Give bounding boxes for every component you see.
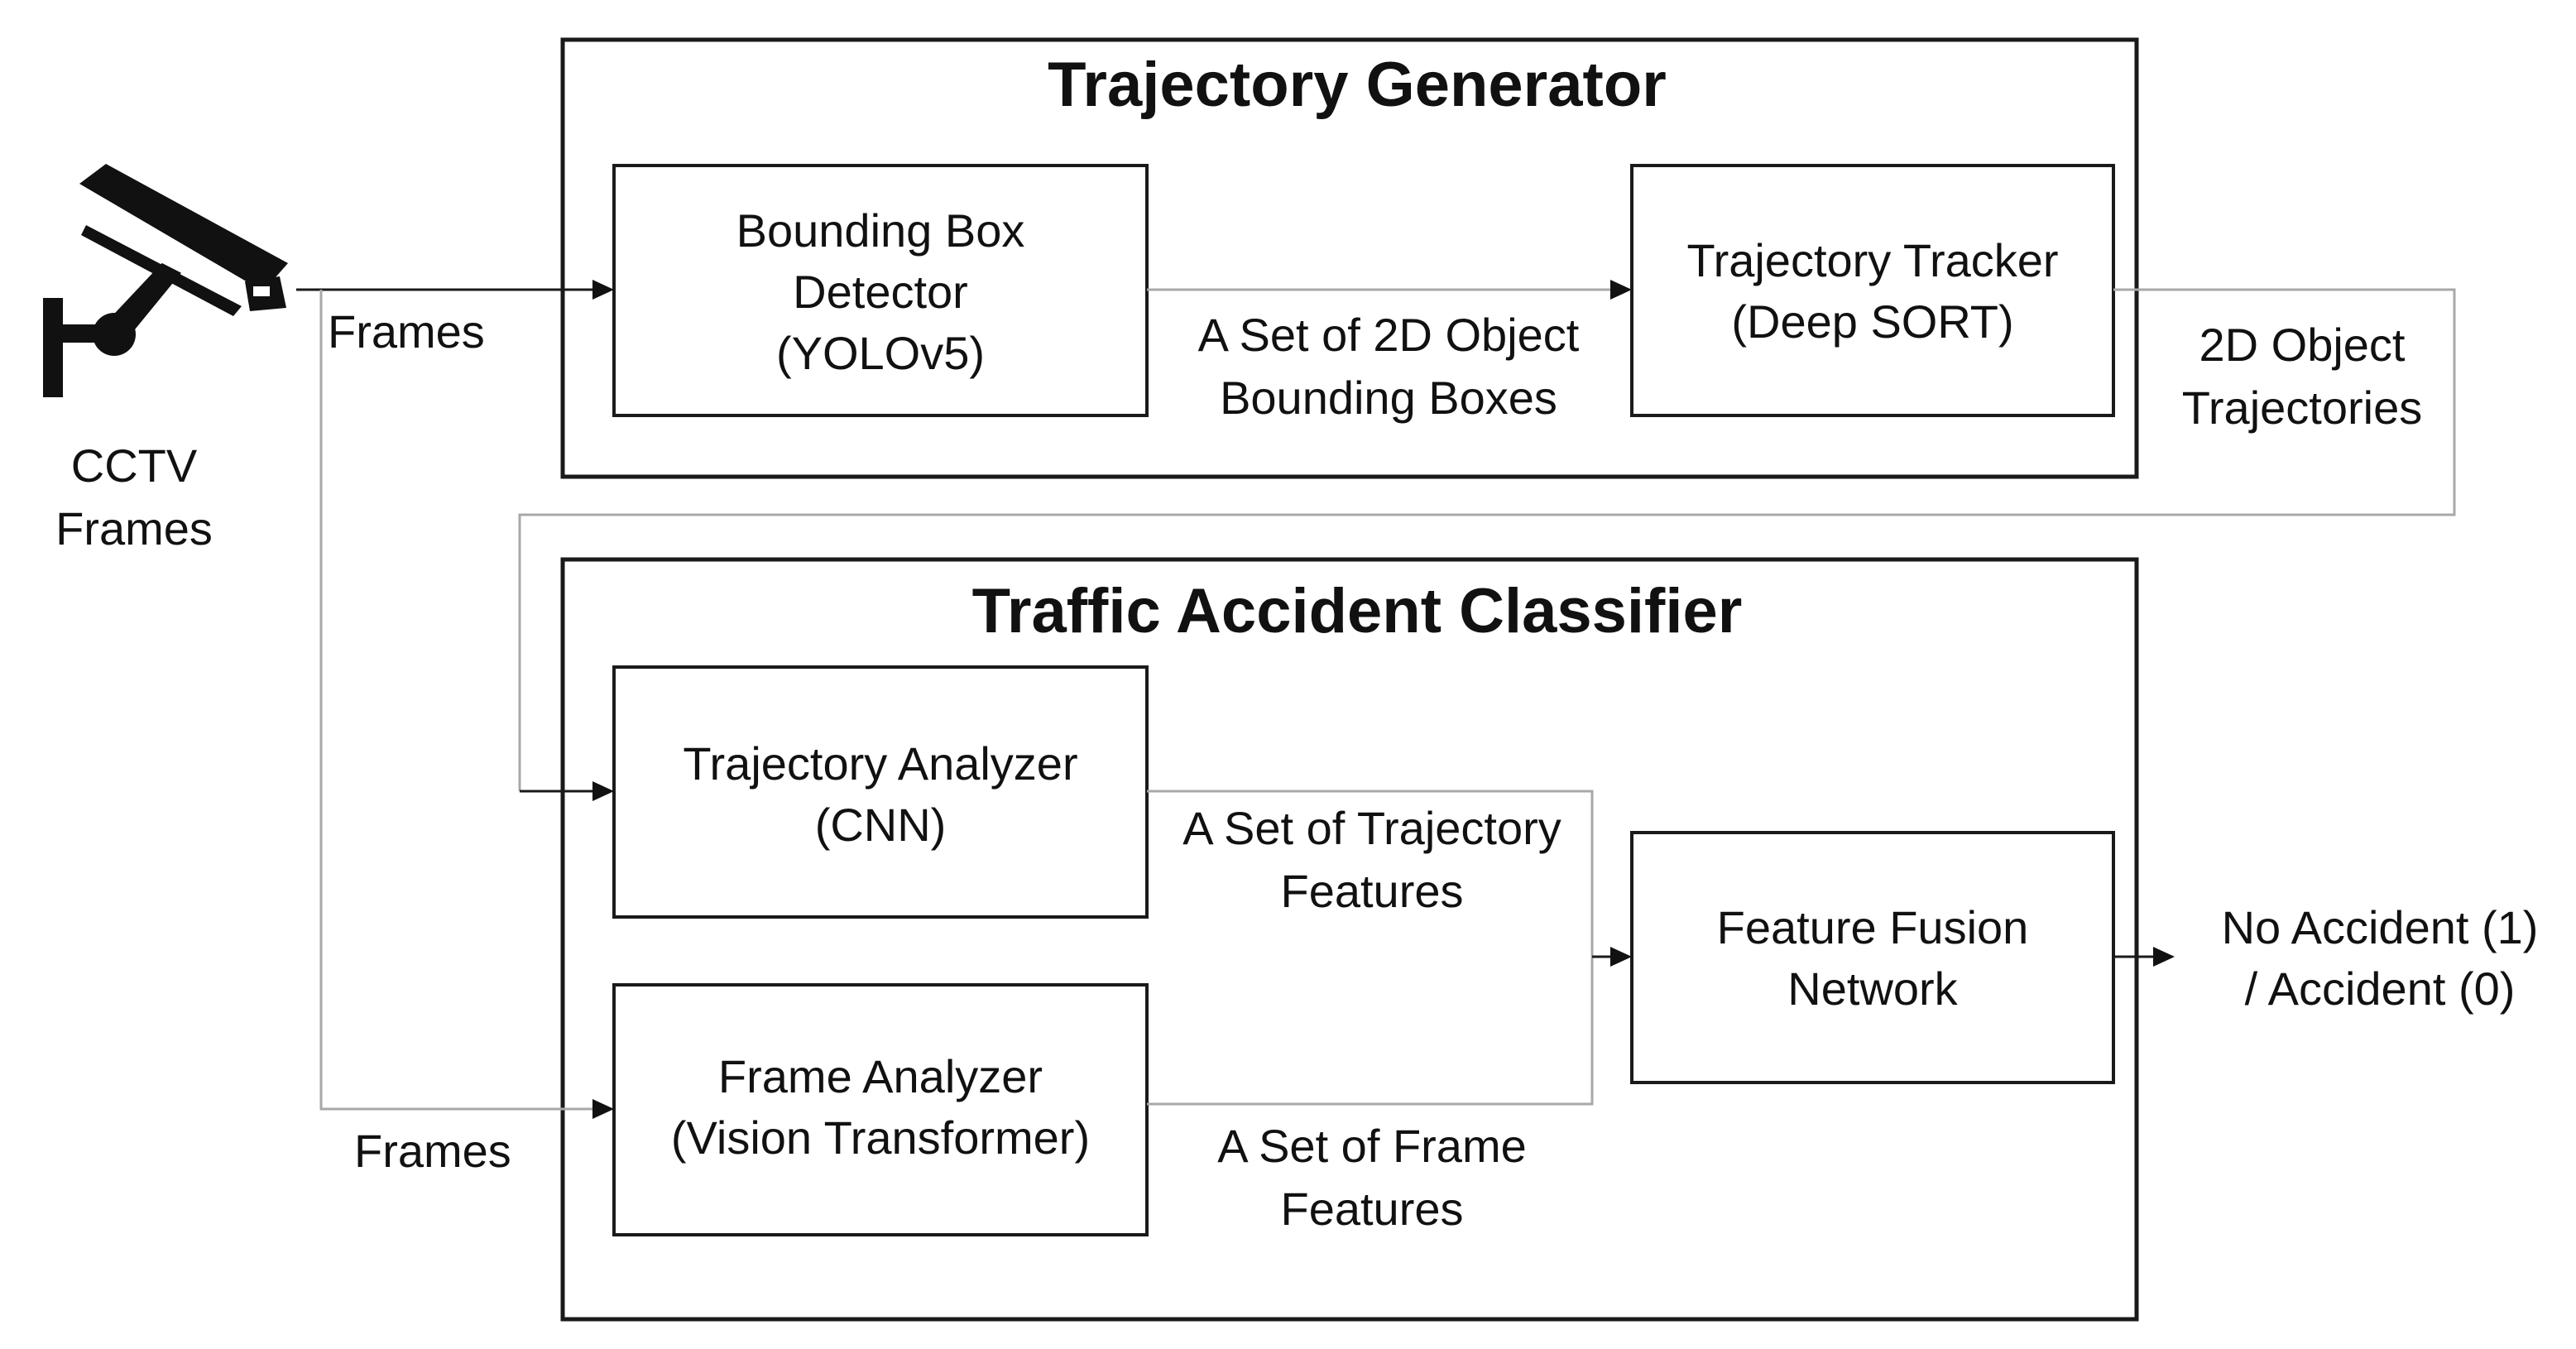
- fusion-line-2: Network: [1787, 963, 1958, 1015]
- frame-features-label-line-2: Features: [1281, 1183, 1464, 1235]
- frame-features-label-line-1: A Set of Frame: [1217, 1120, 1527, 1172]
- arrowhead-output: [2153, 947, 2175, 967]
- trajectories-connector: [518, 288, 2456, 791]
- frame-analyzer-line-2: (Vision Transformer): [671, 1111, 1090, 1164]
- arrowhead-fusion: [1610, 947, 1632, 967]
- cctv-label-line-2: Frames: [55, 502, 213, 554]
- detector-line-3: (YOLOv5): [776, 327, 985, 379]
- trajectory-tracker-node: Trajectory Tracker (Deep SORT): [1630, 164, 2115, 417]
- bboxes-label-line-2: Bounding Boxes: [1220, 372, 1557, 424]
- feature-fusion-network-node: Feature Fusion Network: [1630, 831, 2115, 1084]
- traffic-accident-classifier-title: Traffic Accident Classifier: [972, 576, 1743, 646]
- traj-analyzer-line-1: Trajectory Analyzer: [683, 737, 1077, 790]
- frame-analyzer-node: Frame Analyzer (Vision Transformer): [612, 983, 1149, 1236]
- features-merge-connector: [1147, 790, 1594, 1106]
- detector-line-1: Bounding Box: [736, 204, 1025, 257]
- trajectories-label-line-1: 2D Object: [2199, 319, 2406, 371]
- traj-features-label-line-1: A Set of Trajectory: [1182, 802, 1561, 854]
- frames-connector-bottom: [319, 290, 592, 1111]
- arrowhead-frame-analyzer: [592, 1099, 614, 1119]
- tracker-line-1: Trajectory Tracker: [1686, 234, 2058, 286]
- frame-analyzer-line-1: Frame Analyzer: [718, 1050, 1043, 1102]
- frames-label-bottom: Frames: [354, 1125, 511, 1177]
- output-label-line-1: No Accident (1): [2222, 901, 2539, 953]
- bboxes-label-line-1: A Set of 2D Object: [1198, 309, 1580, 361]
- arrowhead-detector: [592, 280, 614, 300]
- detector-line-2: Detector: [793, 266, 968, 318]
- traj-analyzer-line-2: (CNN): [815, 799, 947, 851]
- cctv-camera-icon: [43, 164, 288, 397]
- output-label-line-2: / Accident (0): [2245, 963, 2516, 1015]
- trajectories-label-line-2: Trajectories: [2182, 382, 2422, 434]
- cctv-label-line-1: CCTV: [71, 439, 198, 492]
- trajectory-generator-title: Trajectory Generator: [1048, 50, 1667, 120]
- bounding-box-detector-node: Bounding Box Detector (YOLOv5): [612, 164, 1149, 417]
- arrowhead-traj-analyzer: [592, 781, 614, 801]
- traj-features-label-line-2: Features: [1281, 865, 1464, 917]
- arrowhead-tracker: [1610, 280, 1632, 300]
- trajectory-analyzer-node: Trajectory Analyzer (CNN): [612, 665, 1149, 919]
- fusion-line-1: Feature Fusion: [1717, 901, 2029, 953]
- frames-label-top: Frames: [328, 305, 485, 358]
- tracker-line-2: (Deep SORT): [1731, 295, 2013, 348]
